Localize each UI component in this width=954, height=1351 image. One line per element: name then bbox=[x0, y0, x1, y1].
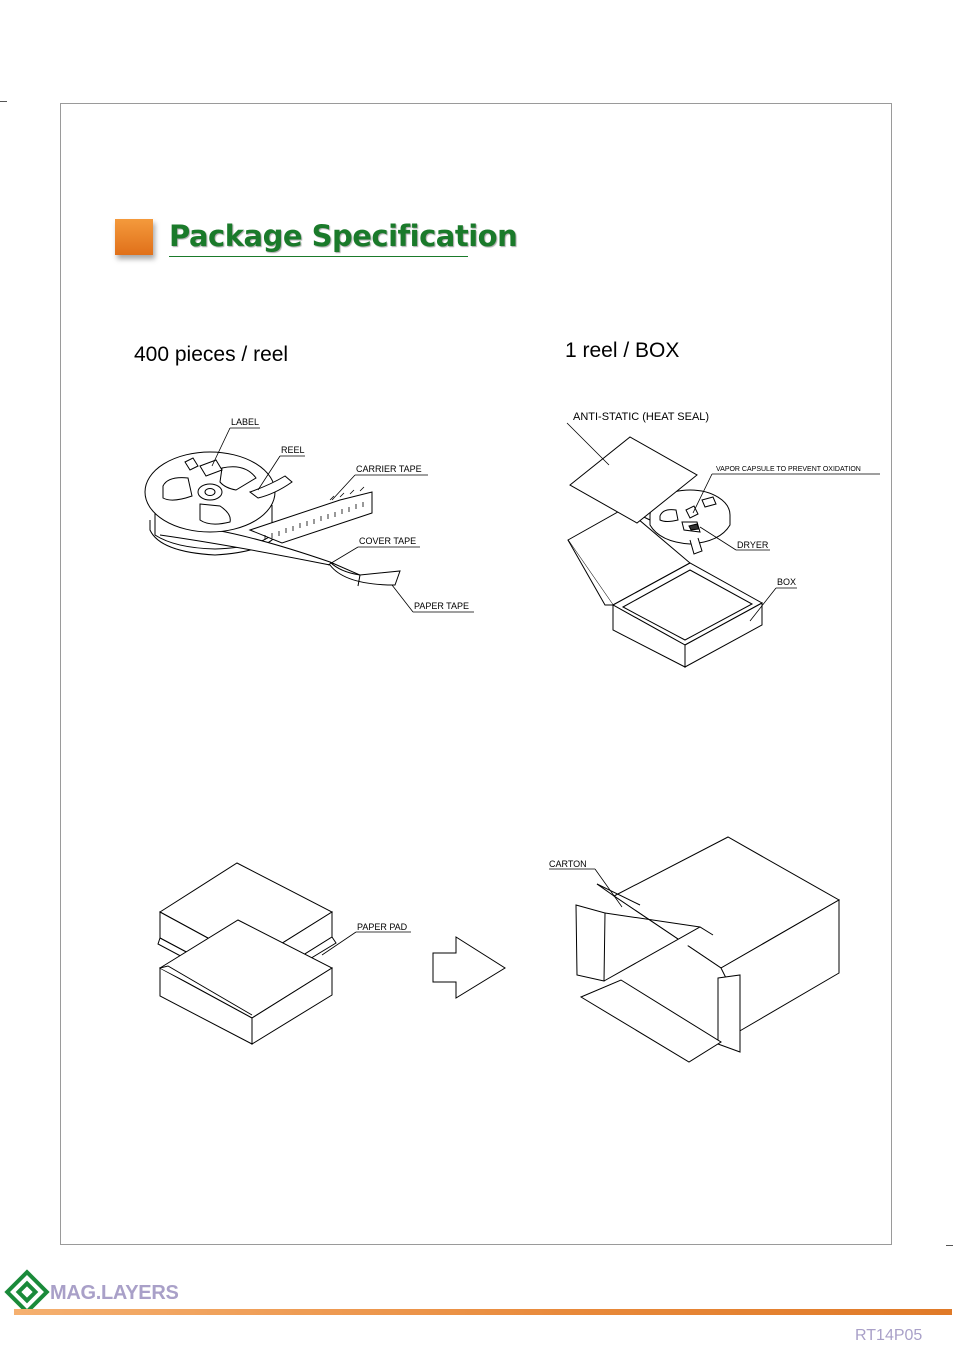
reel-callout: REEL bbox=[281, 445, 305, 455]
anti-static-callout: ANTI-STATIC (HEAT SEAL) bbox=[573, 411, 709, 423]
document-code: RT14P05 bbox=[855, 1327, 923, 1344]
paper-pad-callout: PAPER PAD bbox=[357, 922, 408, 932]
arrow-icon bbox=[432, 936, 506, 999]
label-callout: LABEL bbox=[231, 417, 259, 427]
reel-tab bbox=[248, 475, 293, 499]
carton-callout: CARTON bbox=[549, 859, 587, 869]
per-box-heading: 1 reel / BOX bbox=[565, 339, 680, 362]
maglayers-logo-icon bbox=[4, 1269, 50, 1315]
page-title: Package Specification bbox=[169, 219, 518, 253]
brand-name: MAG.LAYERS bbox=[50, 1282, 179, 1304]
title-underline bbox=[169, 256, 468, 257]
dryer-callout: DRYER bbox=[737, 540, 769, 550]
carrier-tape bbox=[248, 491, 373, 544]
box-callout: BOX bbox=[777, 577, 796, 587]
title-bullet bbox=[115, 219, 153, 255]
corner-tick bbox=[0, 101, 7, 102]
cover-tape-callout: COVER TAPE bbox=[359, 536, 416, 546]
carrier-tape-callout: CARRIER TAPE bbox=[356, 464, 422, 474]
footer-bar bbox=[14, 1309, 952, 1315]
content-frame bbox=[60, 103, 892, 1245]
per-reel-heading: 400 pieces / reel bbox=[134, 343, 289, 366]
vapor-capsule-callout: VAPOR CAPSULE TO PREVENT OXIDATION bbox=[716, 466, 861, 473]
corner-tick bbox=[946, 1245, 953, 1246]
paper-tape-callout: PAPER TAPE bbox=[414, 601, 469, 611]
cover-tape bbox=[159, 529, 401, 586]
